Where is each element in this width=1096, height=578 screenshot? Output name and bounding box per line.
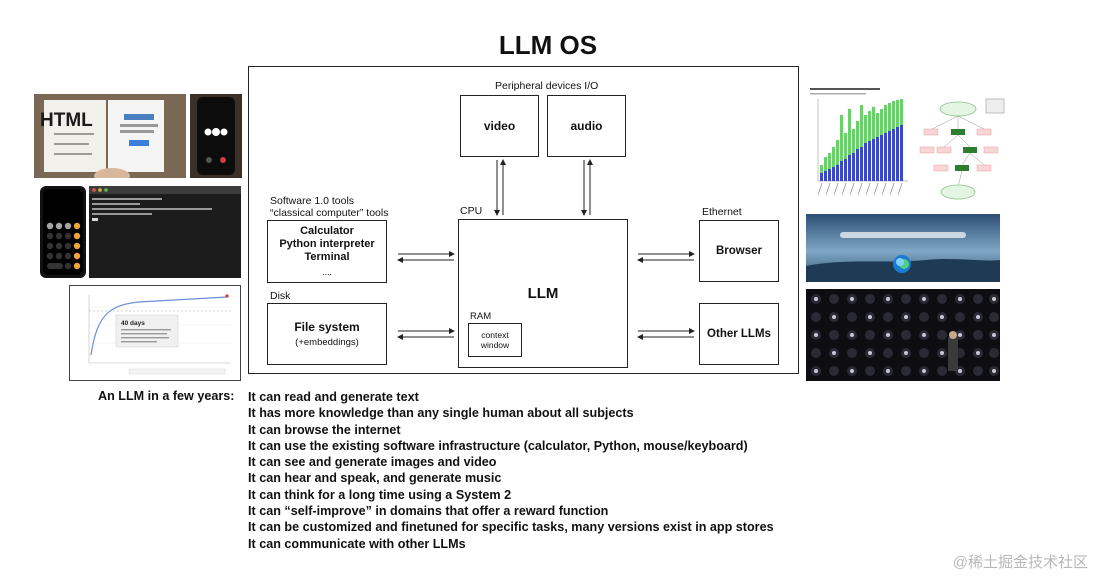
list-item: It can be customized and finetuned for s… [248,520,774,535]
tool-calculator: Calculator [300,224,354,237]
tree-of-thoughts-image [914,95,1006,207]
file-system-label: File system [294,320,360,334]
peripheral-devices-label: Peripheral devices I/O [495,80,599,92]
list-item: It can think for a long time using a Sys… [248,487,512,502]
tool-terminal: Terminal [304,250,350,263]
disk-label: Disk [270,290,291,302]
audio-box: audio [547,95,626,157]
training-curve-image: 40 days [69,285,241,381]
summary-lead: An LLM in a few years: [98,389,235,403]
embeddings-label: (+embeddings) [295,337,359,348]
terminal-window-image [89,186,241,278]
tool-python-interpreter: Python interpreter [279,237,375,250]
ram-label: RAM [470,311,492,322]
html-sketch-text: HTML [40,110,93,131]
tool-ellipsis: .... [321,266,332,277]
voice-call-phone-image [190,94,242,178]
list-item: It can see and generate images and video [248,455,497,470]
exam-results-chart-image [806,85,912,213]
context-window-line2: window [480,340,510,350]
html-sketch-photo: HTML [34,94,186,178]
other-llms-box: Other LLMs [699,303,779,365]
list-item: It can “self-improve” in domains that of… [248,504,609,519]
list-item: It has more knowledge than any single hu… [248,406,634,421]
list-item: It can use the existing software infrast… [248,438,748,453]
software-tools-label: Software 1.0 tools [270,195,355,207]
classical-tools-label: “classical computer” tools [270,207,389,219]
context-window-line1: context [481,330,509,340]
slide-title: LLM OS [498,30,598,60]
context-window-box: context window [468,323,522,357]
video-box: video [460,95,539,157]
cpu-label: CPU [460,205,483,217]
browser-box: Browser [699,220,779,282]
list-item: It can read and generate text [248,390,419,404]
list-item: It can communicate with other LLMs [248,536,466,551]
llm-os-diagram-frame [248,66,799,374]
llm-cpu-box: LLM [458,219,628,368]
watermark: @稀土掘金技术社区 [952,554,1088,571]
llm-label: LLM [527,285,559,302]
list-item: It can browse the internet [248,422,401,437]
llm-agents-grid-image [806,289,1000,381]
tools-box: Calculator Python interpreter Terminal .… [267,220,387,283]
file-system-box: File system (+embeddings) [267,303,387,365]
calculator-phone-image [40,186,86,278]
ethernet-label: Ethernet [702,206,742,218]
capabilities-list: It can read and generate text It has mor… [248,389,774,552]
list-item: It can hear and speak, and generate musi… [248,471,502,486]
browser-wallpaper-image [806,214,1000,282]
training-card-title: 40 days [121,320,145,327]
